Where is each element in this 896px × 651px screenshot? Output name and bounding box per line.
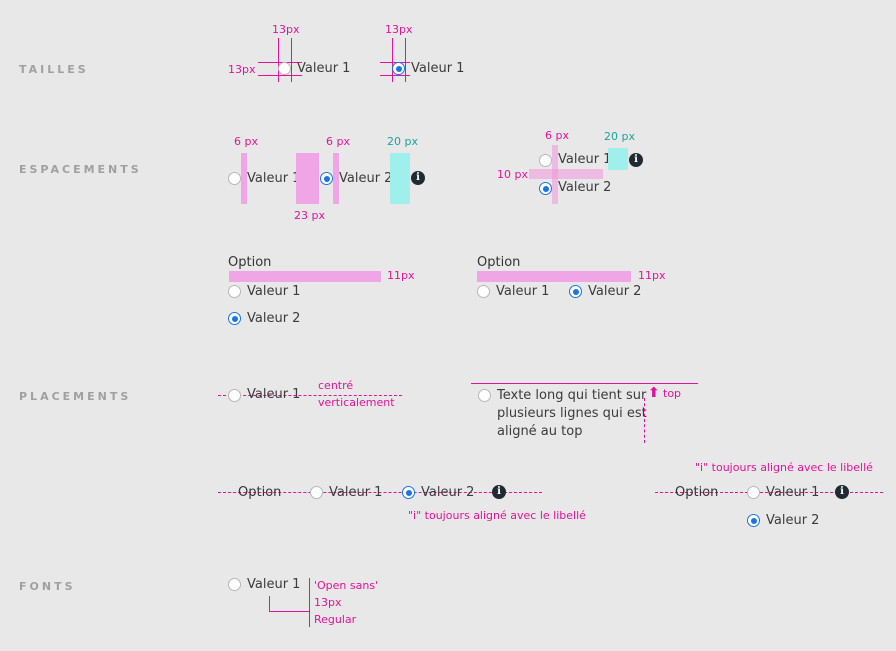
info-icon[interactable]: i (492, 485, 506, 499)
size-guide-left-checked (392, 38, 393, 82)
info-aligned-annotation: "i" toujours aligné avec le libellé (695, 461, 873, 474)
radio-label: Valeur 2 (558, 180, 612, 195)
section-label-tailles: TAILLES (19, 63, 89, 76)
radio-label: Valeur 1 (766, 485, 820, 500)
radio-label: Valeur 1 (496, 284, 550, 299)
spacing-6px-marker (333, 153, 339, 204)
radio-label: Valeur 1 (247, 577, 301, 592)
info-icon[interactable]: i (411, 171, 425, 185)
size-guide-bottom (258, 75, 302, 76)
spacing-6px-label: 6 px (545, 129, 569, 142)
radio-unchecked[interactable] (228, 389, 241, 402)
radio-unchecked[interactable] (310, 486, 323, 499)
spacing-11px-label: 11px (387, 269, 415, 282)
radio-checked[interactable] (569, 285, 582, 298)
group-title: Option (477, 255, 521, 270)
top-guide-line (471, 383, 698, 384)
spacing-10px-label: 10 px (497, 168, 528, 181)
radio-label: Valeur 1 (558, 152, 612, 167)
center-guide-line (218, 492, 542, 493)
radio-unchecked[interactable] (228, 285, 241, 298)
radio-label: Valeur 1 (329, 485, 383, 500)
radio-label: Valeur 2 (339, 171, 393, 186)
centered-annotation: centré (318, 379, 354, 392)
spacing-11px-marker (229, 271, 381, 282)
size-guide-right-checked (405, 38, 406, 82)
group-title: Option (238, 485, 282, 500)
section-label-placements: PLACEMENTS (19, 390, 132, 403)
size-height-label: 13px (228, 63, 256, 76)
radio-unchecked[interactable] (539, 154, 552, 167)
size-guide-bottom-checked (380, 75, 410, 76)
radio-label: Valeur 1 (247, 171, 301, 186)
vertically-annotation: verticalement (318, 396, 395, 409)
radio-label: Valeur 1 (411, 61, 465, 76)
section-label-espacements: ESPACEMENTS (19, 163, 142, 176)
radio-checked[interactable] (228, 312, 241, 325)
radio-unchecked[interactable] (747, 486, 760, 499)
spacing-20px-marker (608, 148, 628, 170)
spacing-23px-marker (296, 153, 319, 204)
size-width-label-checked: 13px (385, 23, 413, 36)
top-annotation: top (663, 387, 682, 400)
font-guide-bottom (269, 611, 309, 612)
radio-unchecked[interactable] (228, 172, 241, 185)
font-guide-right (309, 578, 310, 627)
center-guide-line (218, 395, 402, 396)
radio-label: Valeur 2 (588, 284, 642, 299)
spacing-20px-label: 20 px (604, 130, 635, 143)
size-guide-right (291, 38, 292, 82)
info-icon[interactable]: i (629, 153, 643, 167)
radio-label: Valeur 2 (247, 311, 301, 326)
radio-label: Valeur 1 (247, 387, 301, 402)
spacing-23px-label: 23 px (294, 209, 325, 222)
font-family-annotation: 'Open sans' (314, 579, 379, 592)
size-width-label: 13px (272, 23, 300, 36)
radio-checked[interactable] (747, 514, 760, 527)
long-label: Texte long qui tient sur plusieurs ligne… (497, 388, 647, 439)
font-guide-left (269, 596, 270, 612)
spacing-11px-marker (477, 271, 631, 282)
radio-unchecked[interactable] (478, 389, 491, 402)
group-title: Option (228, 255, 272, 270)
info-icon[interactable]: i (835, 485, 849, 499)
radio-label: Valeur 1 (247, 284, 301, 299)
spacing-6px-marker (241, 153, 247, 204)
radio-checked[interactable] (402, 486, 415, 499)
arrow-up-icon: ⬆ (648, 385, 660, 401)
radio-unchecked[interactable] (278, 62, 291, 75)
spacing-6px-label: 6 px (234, 135, 258, 148)
section-label-fonts: FONTS (19, 580, 76, 593)
radio-checked[interactable] (320, 172, 333, 185)
radio-checked[interactable] (392, 62, 405, 75)
spacing-20px-marker (390, 153, 410, 204)
spacing-20px-label: 20 px (387, 135, 418, 148)
top-guide-vertical (644, 398, 645, 443)
radio-unchecked[interactable] (477, 285, 490, 298)
spacing-6px-label: 6 px (326, 135, 350, 148)
radio-label: Valeur 2 (766, 513, 820, 528)
spacing-11px-label: 11px (638, 269, 666, 282)
size-guide-left (278, 38, 279, 82)
radio-unchecked[interactable] (228, 578, 241, 591)
radio-label: Valeur 2 (421, 485, 475, 500)
info-aligned-annotation: "i" toujours aligné avec le libellé (408, 509, 586, 522)
group-title: Option (675, 485, 719, 500)
spacing-10px-marker (529, 169, 603, 179)
font-size-annotation: 13px (314, 596, 342, 609)
center-guide-line (655, 492, 883, 493)
font-weight-annotation: Regular (314, 613, 357, 626)
radio-label: Valeur 1 (297, 61, 351, 76)
radio-checked[interactable] (539, 182, 552, 195)
